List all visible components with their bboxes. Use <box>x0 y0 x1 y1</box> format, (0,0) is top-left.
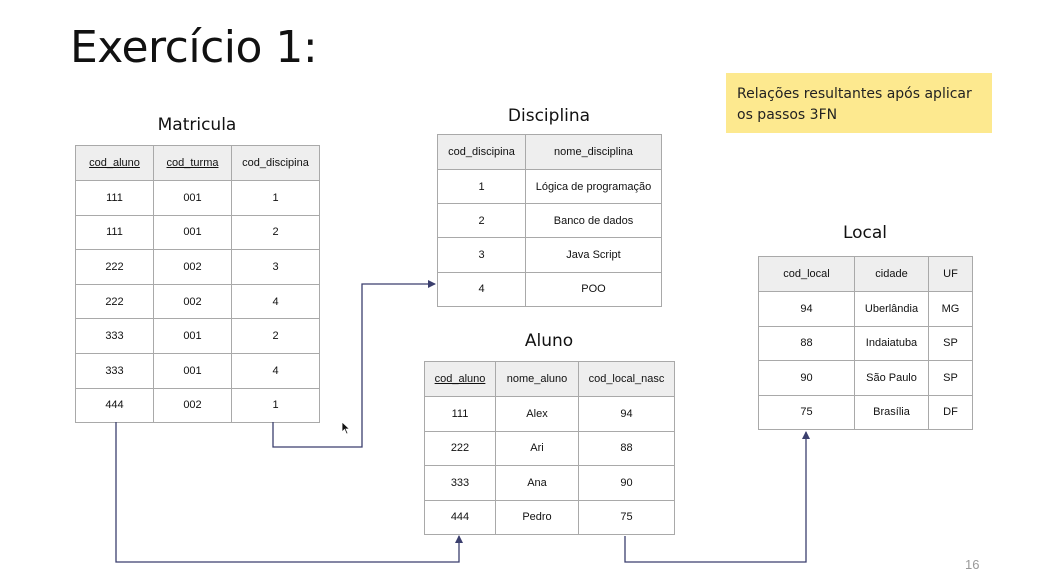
table-cell: Ari <box>495 430 579 466</box>
header-cell: nome_aluno <box>495 361 579 397</box>
table-cell: 001 <box>153 352 232 389</box>
disciplina-title: Disciplina <box>507 106 591 126</box>
table-cell: 111 <box>75 214 154 251</box>
mouse-cursor-icon <box>341 421 351 435</box>
table-cell: 001 <box>153 318 232 354</box>
table-cell: 222 <box>75 249 154 285</box>
table-cell: 4 <box>437 271 526 307</box>
table-cell: 88 <box>578 430 675 466</box>
header-cell: cod_turma <box>153 145 232 181</box>
table-cell: 4 <box>231 283 320 320</box>
table-cell: 2 <box>231 214 320 251</box>
header-cell: UF <box>928 256 973 292</box>
table-cell: 111 <box>424 396 496 432</box>
table-cell: 4 <box>231 352 320 389</box>
table-cell: 444 <box>75 387 154 424</box>
header-cell: nome_disciplina <box>525 134 662 170</box>
table-cell: Java Script <box>525 237 662 273</box>
table-cell: Alex <box>495 396 579 432</box>
header-cell: cidade <box>854 256 929 292</box>
table-cell: 002 <box>153 387 232 424</box>
table-cell: 3 <box>231 249 320 285</box>
table-cell: 88 <box>758 325 855 361</box>
table-cell: 3 <box>437 237 526 273</box>
table-cell: 002 <box>153 249 232 285</box>
table-cell: POO <box>525 271 662 307</box>
slide-title: Exercício 1: <box>70 22 318 73</box>
table-cell: 333 <box>424 465 496 501</box>
table-cell: MG <box>928 291 973 327</box>
header-cell: cod_local_nasc <box>578 361 675 397</box>
table-cell: 2 <box>437 203 526 239</box>
table-cell: 1 <box>231 387 320 424</box>
header-cell: cod_discipina <box>231 145 320 181</box>
table-cell: Indaiatuba <box>854 325 929 361</box>
local-title: Local <box>842 223 888 243</box>
table-cell: DF <box>928 394 973 430</box>
table-cell: 75 <box>578 499 675 535</box>
table-cell: Brasília <box>854 394 929 430</box>
matricula-title: Matricula <box>157 115 237 135</box>
connector-aluno-local <box>624 431 810 563</box>
table-cell: 75 <box>758 394 855 430</box>
table-cell: 444 <box>424 499 496 535</box>
table-cell: 333 <box>75 352 154 389</box>
header-cell: cod_discipina <box>437 134 526 170</box>
table-cell: Pedro <box>495 499 579 535</box>
header-cell: cod_aluno <box>424 361 496 397</box>
note-box: Relações resultantes após aplicar os pas… <box>726 73 992 133</box>
table-cell: Banco de dados <box>525 203 662 239</box>
table-cell: 1 <box>437 168 526 205</box>
table-cell: 94 <box>578 396 675 432</box>
table-cell: 90 <box>578 465 675 501</box>
connector-matricula-aluno <box>115 422 463 563</box>
header-cell: cod_local <box>758 256 855 292</box>
table-cell: 2 <box>231 318 320 354</box>
page-number: 16 <box>965 557 980 572</box>
connector-matricula-disciplina <box>272 280 436 448</box>
table-cell: 111 <box>75 180 154 216</box>
aluno-title: Aluno <box>524 331 574 351</box>
